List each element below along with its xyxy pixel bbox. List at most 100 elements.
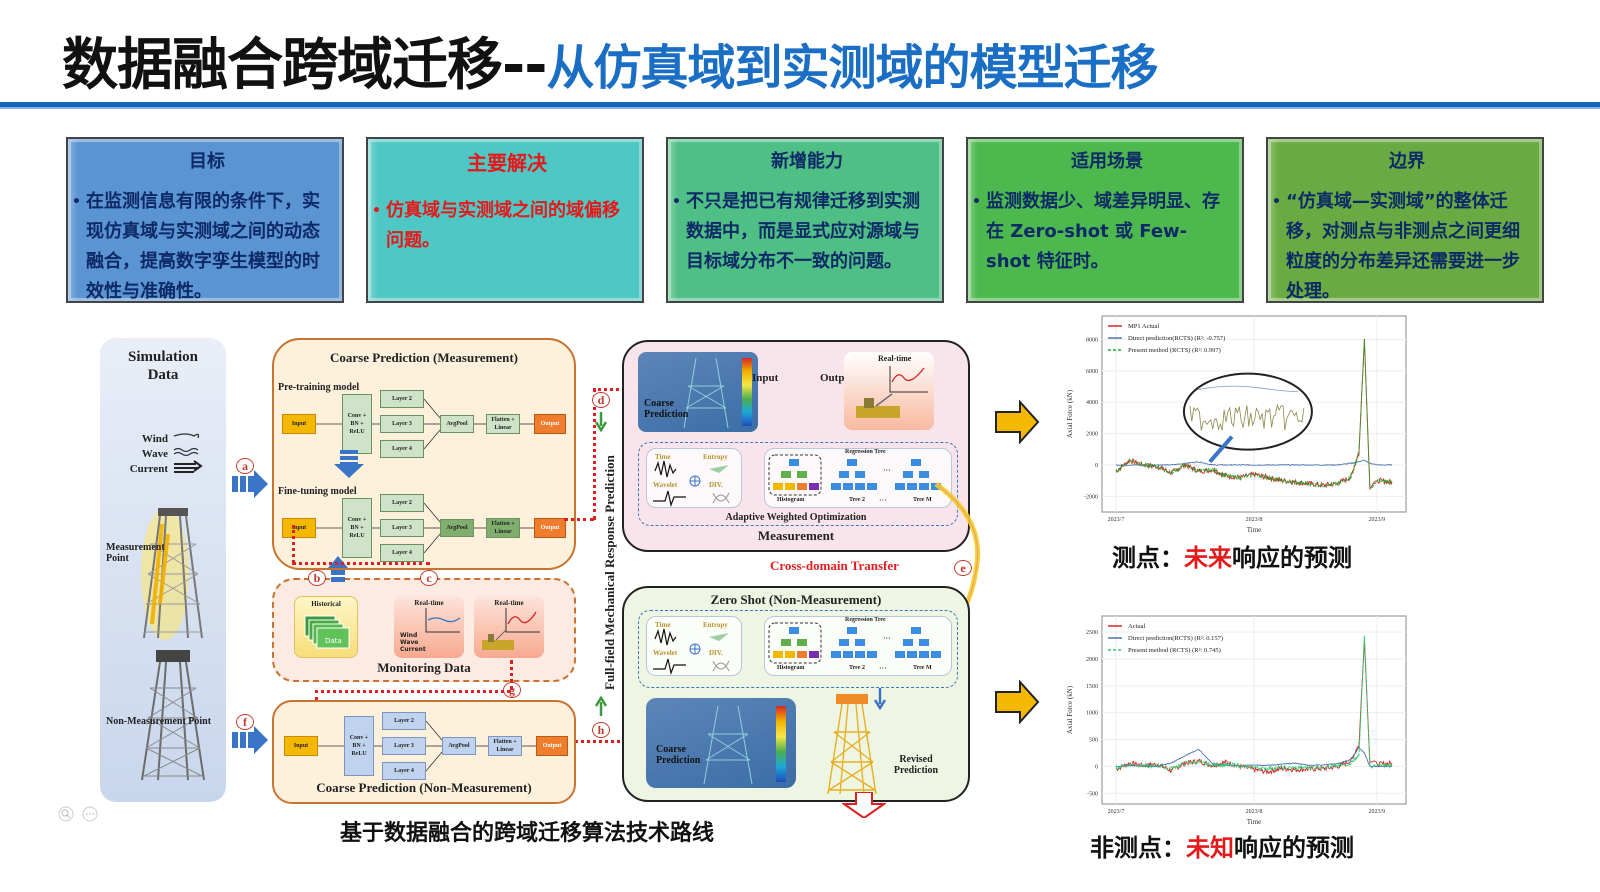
x-axis-label: Time (1247, 526, 1262, 534)
tag-b: b (308, 570, 326, 586)
feature-glyphs-icon (653, 460, 730, 508)
x-tick-label: 2023/8 (1246, 517, 1263, 523)
nn-output-block: Output (534, 518, 566, 538)
env-wind: Wind (141, 433, 168, 445)
tag-d: d (592, 392, 610, 408)
zero-color-legend-bar (776, 706, 786, 782)
y-tick-label: 6000 (1086, 369, 1098, 375)
inset-zoom-line (1189, 403, 1305, 431)
zero-shot-coarse-render: Coarse Prediction (646, 698, 796, 788)
realtime-label-1: Real-time (414, 599, 444, 607)
env-current: Current (129, 463, 168, 475)
legend-label: Present method (RCTS) (R²: 0.997) (1128, 347, 1221, 354)
series-line-2 (1116, 746, 1393, 768)
zero-shot-feature-region (638, 610, 958, 688)
data-label: Data (325, 637, 342, 645)
simulation-title-1: Simulation (127, 349, 199, 365)
realtime-label-2: Real-time (494, 599, 524, 607)
treeM-label: Tree M (913, 497, 932, 503)
y-tick-label: -2000 (1084, 494, 1098, 500)
tag-a: a (236, 458, 254, 474)
realtime-platform-card: Real-time (474, 596, 544, 658)
zero-shot-title: Zero Shot (Non-Measurement) (710, 592, 882, 607)
measurement-panel: Coarse Prediction Input Output Real-time… (622, 340, 970, 552)
nn-layer4-block: Layer 4 (380, 544, 424, 562)
y-tick-label: 0 (1095, 463, 1098, 469)
arrow-a-icon (232, 470, 268, 498)
caption-highlight: 未来 (1184, 544, 1232, 572)
monitoring-title: Monitoring Data (377, 660, 471, 675)
title-sub: 从仿真域到实测域的模型迁移 (546, 40, 1158, 96)
coarse-non-measurement-title: Coarse Prediction (Non-Measurement) (316, 780, 532, 795)
y-tick-label: 8000 (1086, 338, 1098, 344)
card-heading: 主要解决 (467, 151, 547, 175)
caption-suffix: 响应的预测 (1234, 834, 1354, 862)
up-arrow-b-icon (328, 556, 348, 582)
histogram-label: Histogram (777, 665, 805, 671)
connector-c-horizontal (292, 562, 430, 565)
title-divider (0, 102, 1600, 109)
nn-layer4-block: Layer 4 (380, 440, 424, 458)
connector-d-vertical (593, 388, 596, 520)
page-title: 数据融合跨域迁移--从仿真域到实测域的模型迁移 (62, 20, 1159, 101)
series-line-1 (1115, 338, 1393, 491)
y-axis-label: Axial Force (kN) (1066, 389, 1074, 438)
measurement-title: Measurement (757, 528, 835, 543)
y-tick-label: 500 (1089, 738, 1098, 744)
info-card-4: 适用场景监测数据少、域差异明显、存在 Zero-shot 或 Few-shot … (966, 137, 1244, 303)
revised-prediction-label: Revised Prediction (893, 754, 939, 776)
feature-label: DIV. (709, 649, 723, 657)
info-card-3: 新增能力不只是把已有规律迁移到实测数据中，而是显式应对源域与目标域分布不一致的问… (666, 137, 944, 303)
nn-input-block: Input (282, 518, 316, 538)
feature-label: DIV. (709, 481, 723, 489)
series-line-2 (1116, 459, 1393, 467)
transfer-down-arrow-icon (334, 450, 364, 478)
tag-c: c (420, 570, 438, 586)
zoom-controls[interactable] (58, 806, 102, 822)
rt-current: Current (400, 646, 426, 653)
nn-flatten-block: Flatten + Linear (488, 736, 522, 756)
fem-jacket-icon (683, 357, 729, 429)
coarse-prediction-render: Coarse Prediction (638, 352, 758, 432)
card-text: 不只是把已有规律迁移到实测数据中，而是显式应对源域与目标域分布不一致的问题。 (672, 187, 928, 277)
jacket-platform-measurement-icon (141, 508, 203, 640)
connector-d-out (564, 518, 594, 521)
title-main: 数据融合跨域迁移-- (62, 33, 547, 98)
ellipsis-icon (82, 806, 98, 822)
feature-label: Wavelet (653, 649, 678, 657)
connector-g-up (510, 660, 513, 690)
legend-label: Actual (1128, 623, 1146, 630)
green-down-arrow-icon (595, 412, 607, 432)
feature-label: Wavelet (653, 481, 678, 489)
x-axis-label: Time (1247, 818, 1262, 826)
regression-tree-icon: ······ (768, 454, 941, 505)
pretraining-label: Pre-training model (278, 382, 360, 393)
connector-c-up (292, 525, 295, 563)
rt-wind: Wind (400, 632, 418, 639)
series-line-3 (1115, 635, 1393, 772)
monitoring-data-panel: Historical Data Real-time Wind Wave Curr… (272, 578, 576, 682)
nn-avgpool-block: AvgPool (440, 415, 474, 433)
jacket-platform-non-measurement-icon (141, 650, 205, 781)
y-tick-label: 2500 (1086, 630, 1098, 636)
y-tick-label: 4000 (1086, 400, 1098, 406)
nn-layer3-block: Layer 3 (382, 737, 426, 755)
legend-label: Direct prediction(RCTS) (R²: -0.757) (1128, 335, 1225, 342)
legend-label: Direct prediction(RCTS) (R²: 0.157) (1128, 635, 1223, 642)
regression-tree-label: Regression Tree (845, 449, 886, 455)
svg-text:···: ··· (883, 466, 891, 475)
yellow-arrow-bottom-icon (995, 680, 1040, 724)
nn-input-block: Input (282, 414, 316, 434)
data-stack-icon (304, 615, 350, 649)
rt-wave: Wave (400, 639, 419, 646)
regression-tree-label: Regression Tree (845, 617, 886, 623)
coarse-prediction-measurement-panel: Coarse Prediction (Measurement) Pre-trai… (272, 338, 576, 570)
legend-label: Present method (RCTS) (R²: 0.745) (1128, 647, 1221, 654)
card-heading: 适用场景 (1071, 151, 1143, 172)
card-heading: 边界 (1389, 151, 1425, 172)
legend-label: MP1 Actual (1128, 323, 1159, 330)
info-card-1: 目标在监测信息有限的条件下，实现仿真域与实测域之间的动态融合，提高数字孪生模型的… (66, 137, 344, 303)
